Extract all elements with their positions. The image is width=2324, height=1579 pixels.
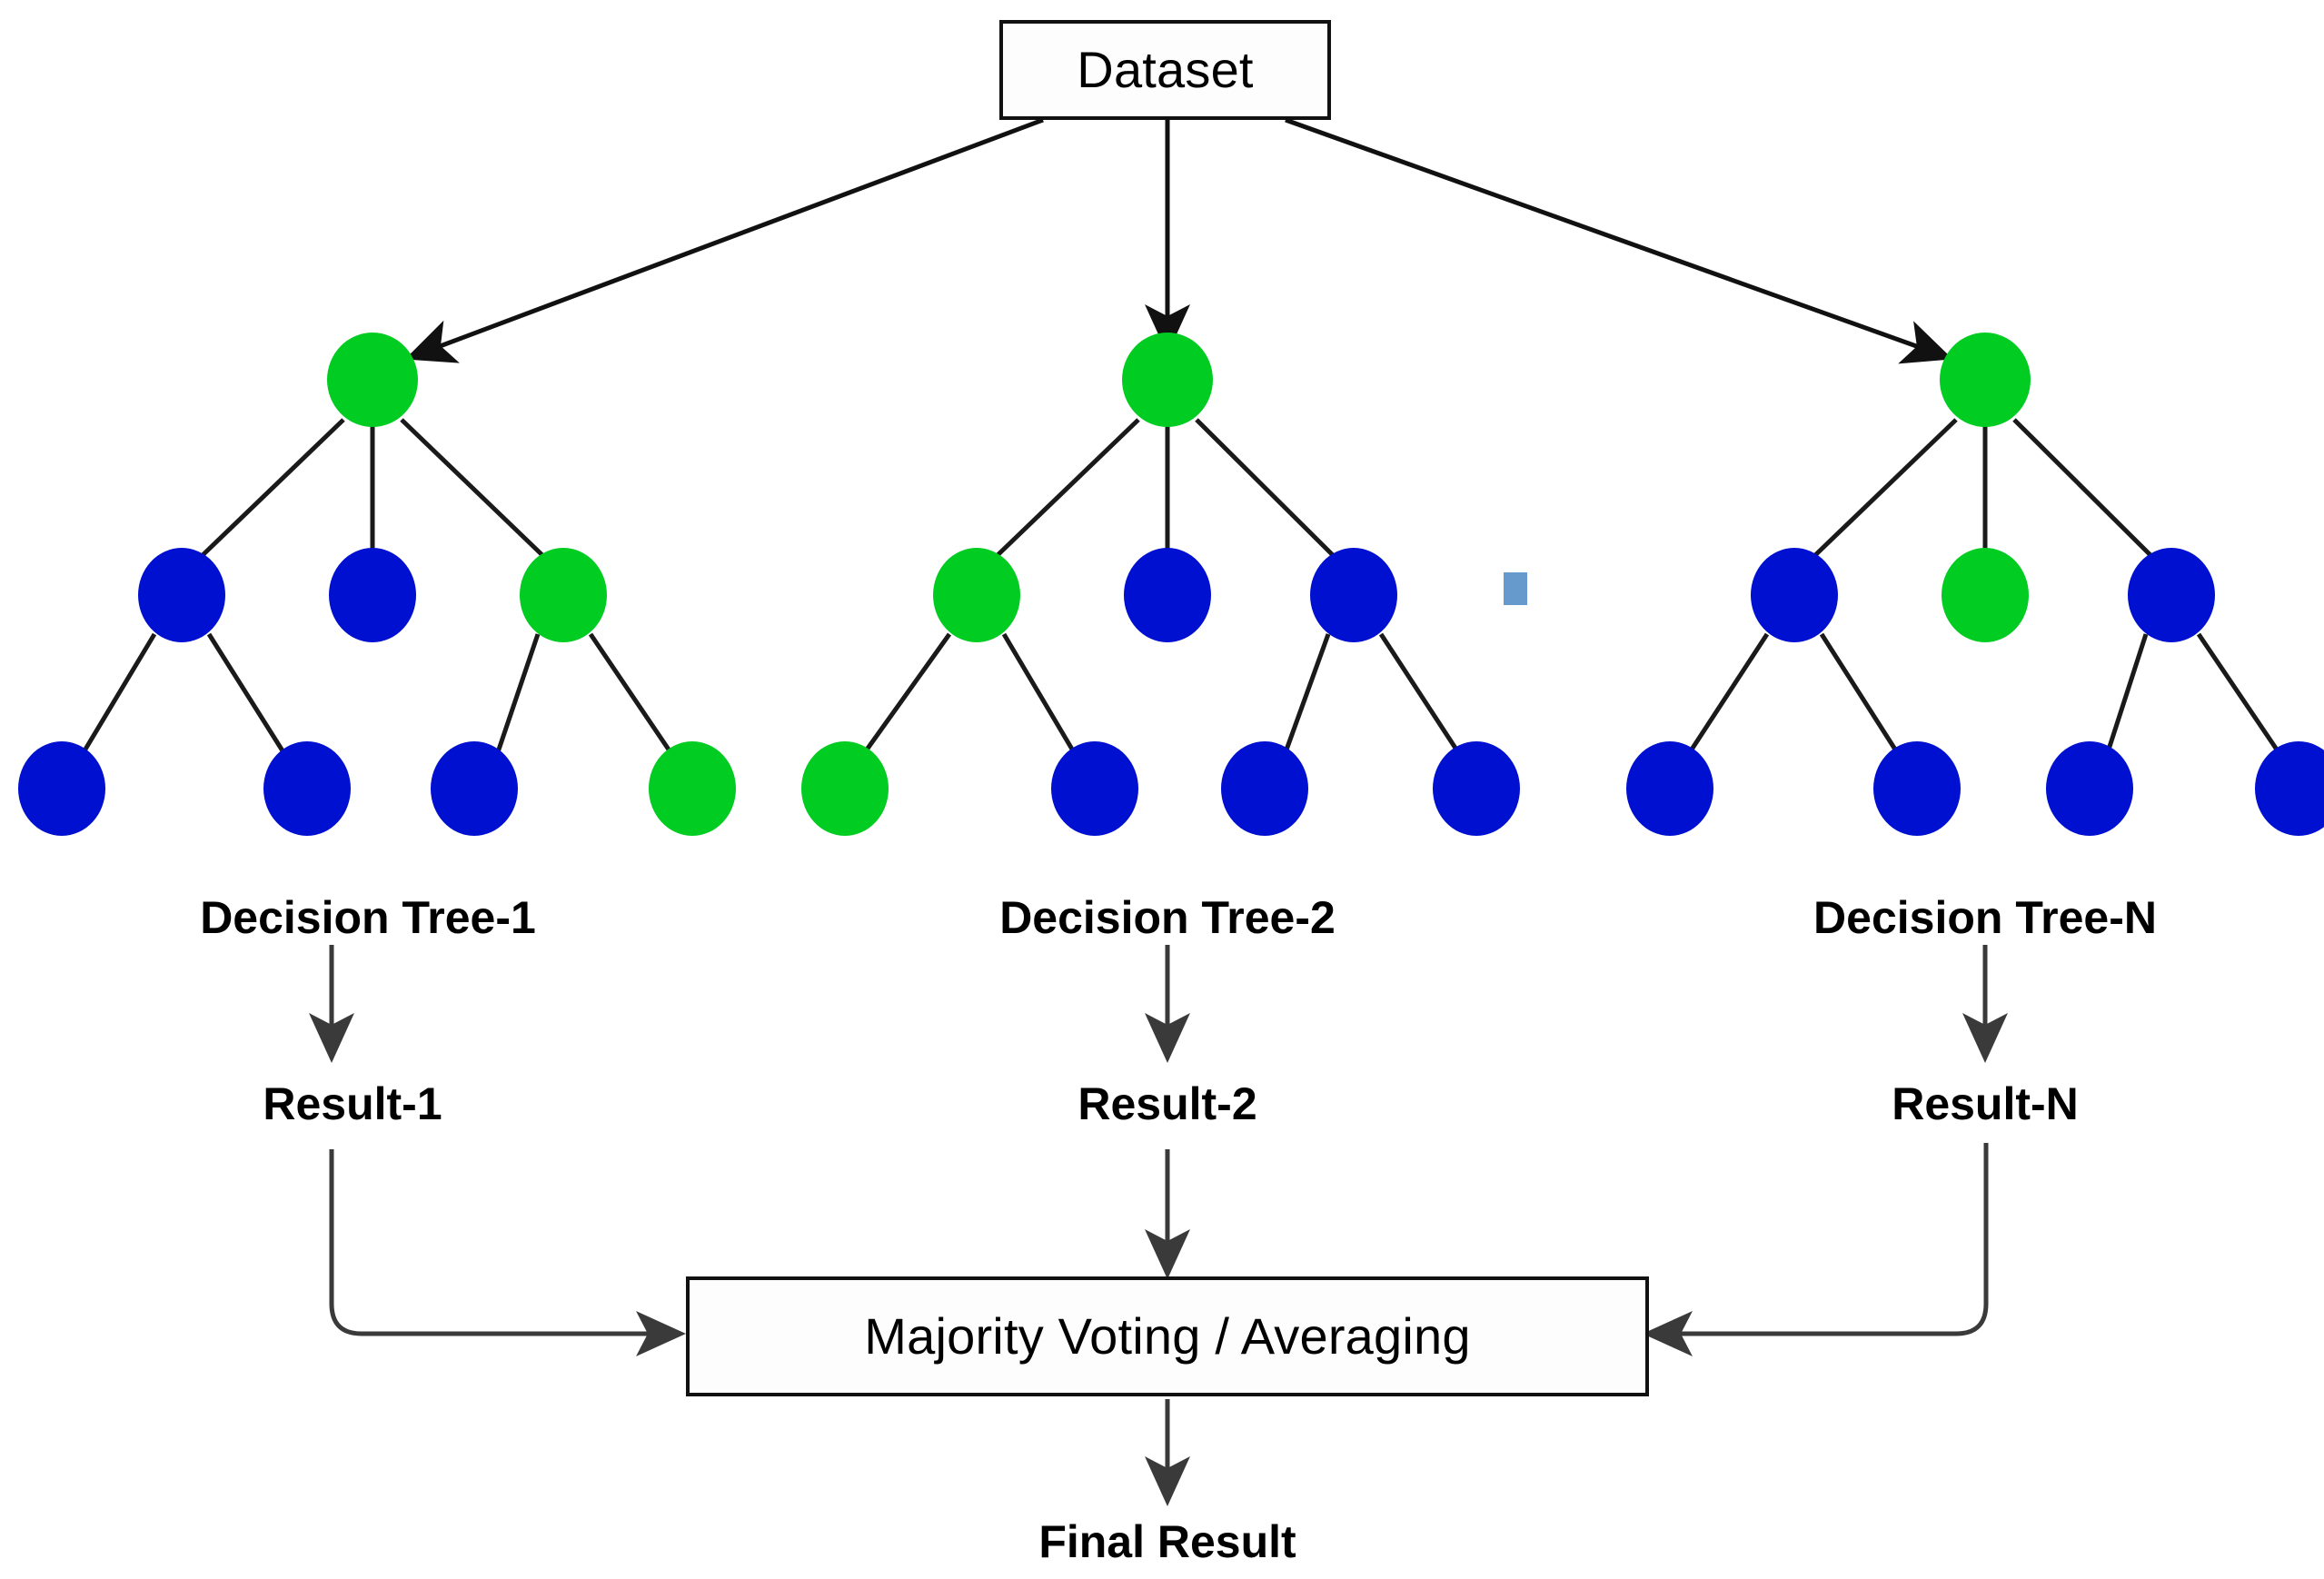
tree-node-blue[interactable] — [138, 548, 225, 642]
aggregator-box-label: Majority Voting / Averaging — [864, 1307, 1471, 1365]
decision-tree-1-label: Decision Tree-1 — [200, 892, 536, 943]
result-to-aggregator-connectors — [329, 1143, 1989, 1356]
aggregator-box[interactable]: Majority Voting / Averaging — [686, 1276, 1649, 1396]
tree2-nodes — [801, 333, 1520, 836]
tree-node-green[interactable] — [801, 741, 889, 836]
tree-node-blue[interactable] — [1626, 741, 1713, 836]
dataset-fanout-arrows — [404, 117, 1953, 364]
tree-node-blue[interactable] — [1433, 741, 1520, 836]
tree-node-blue[interactable] — [2046, 741, 2133, 836]
tree-node-green[interactable] — [327, 333, 418, 427]
tree-node-blue[interactable] — [18, 741, 105, 836]
tree-node-blue[interactable] — [1751, 548, 1838, 642]
tree-node-blue[interactable] — [1124, 548, 1211, 642]
tree1-branches — [81, 418, 673, 754]
decision-tree-n-label: Decision Tree-N — [1813, 892, 2157, 943]
decision-tree-2-label: Decision Tree-2 — [999, 892, 1336, 943]
result-n-label: Result-N — [1892, 1078, 2079, 1129]
tree-node-blue[interactable] — [1051, 741, 1138, 836]
tree-node-blue[interactable] — [1873, 741, 1961, 836]
dataset-box-label: Dataset — [1077, 41, 1254, 98]
tree-node-blue[interactable] — [329, 548, 416, 642]
tree-node-blue[interactable] — [2128, 548, 2215, 642]
tree-node-blue[interactable] — [431, 741, 518, 836]
final-result-label: Final Result — [1038, 1516, 1296, 1567]
ellipsis-dot — [1504, 572, 1527, 605]
tree2-branches — [862, 418, 1461, 754]
tree-node-green[interactable] — [1122, 333, 1213, 427]
treeN-nodes — [1626, 333, 2324, 836]
tree-node-green[interactable] — [649, 741, 736, 836]
tree-node-blue[interactable] — [2255, 741, 2324, 836]
tree-node-blue[interactable] — [1310, 548, 1397, 642]
tree-node-blue[interactable] — [1221, 741, 1308, 836]
tree-node-green[interactable] — [933, 548, 1020, 642]
tree-node-green[interactable] — [1942, 548, 2029, 642]
tree-node-green[interactable] — [1940, 333, 2031, 427]
tree1-nodes — [18, 333, 736, 836]
treeN-branches — [1687, 418, 2281, 754]
tree-node-blue[interactable] — [263, 741, 351, 836]
result-1-label: Result-1 — [263, 1078, 442, 1129]
tree-to-result-arrows — [309, 945, 2008, 1063]
dataset-box[interactable]: Dataset — [999, 20, 1331, 120]
result-2-label: Result-2 — [1078, 1078, 1257, 1129]
tree-node-green[interactable] — [520, 548, 607, 642]
